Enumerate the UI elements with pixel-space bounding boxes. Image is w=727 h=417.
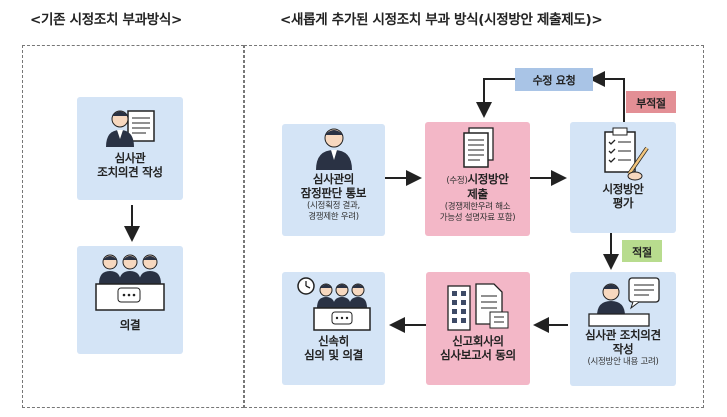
inadequate-tag: 부적절 xyxy=(626,91,676,113)
examiner-opinion-with-remedy-sub: (시정방안 내용 고려) xyxy=(587,357,659,367)
remedy-evaluation-label: 시정방안 평가 xyxy=(602,182,644,210)
provisional-notice-box: 심사관의 잠정판단 통보 (시정획정 결과, 경쟁제한 우려) xyxy=(282,124,385,236)
remedy-submission-sub: (경쟁제한우려 해소 가능성 설명자료 포함) xyxy=(439,202,516,223)
clock-committee-icon xyxy=(296,277,371,331)
decision-label: 의결 xyxy=(119,318,141,332)
examiner-opinion-with-remedy-label: 심사관 조치의견 작성 xyxy=(585,328,661,356)
remedy-evaluation-box: 시정방안 평가 xyxy=(570,122,676,233)
examiner-speech-icon xyxy=(588,277,660,327)
fast-decision-label: 신속히 심의 및 의결 xyxy=(304,334,363,362)
right-title: <새롭게 추가된 시정조치 부과 방식(시정방안 제출제도)> xyxy=(280,12,603,28)
right-panel xyxy=(244,45,704,408)
remedy-submission-title: 시정방안 xyxy=(467,172,509,186)
examiner-opinion-with-remedy-box: 심사관 조치의견 작성 (시정방안 내용 고려) xyxy=(570,272,676,386)
left-panel xyxy=(22,45,244,408)
remedy-submission-box: (수정)시정방안 제출 (경쟁제한우려 해소 가능성 설명자료 포함) xyxy=(425,122,530,236)
remedy-submission-prefix: (수정) xyxy=(446,176,468,186)
fast-decision-box: 신속히 심의 및 의결 xyxy=(282,272,385,385)
examiner-opinion-label: 심사관 조치의견 작성 xyxy=(97,151,163,179)
checklist-pen-icon xyxy=(604,127,649,181)
left-title: <기존 시정조치 부과방식> xyxy=(30,12,183,28)
adequate-tag: 적절 xyxy=(622,240,662,262)
remedy-submission-title-2: 제출 xyxy=(467,187,488,201)
company-document-icon xyxy=(447,283,509,331)
examiner-document-icon xyxy=(106,110,155,147)
examiner-person-icon xyxy=(315,128,352,170)
report-consent-box: 신고회사의 심사보고서 동의 xyxy=(426,272,530,385)
provisional-notice-sub: (시정획정 결과, 경쟁제한 우려) xyxy=(307,201,360,222)
committee-icon xyxy=(95,254,165,311)
document-icon xyxy=(462,127,494,168)
provisional-notice-label: 심사관의 잠정판단 통보 xyxy=(300,172,367,200)
examiner-opinion-box: 심사관 조치의견 작성 xyxy=(77,97,183,200)
decision-box: 의결 xyxy=(77,246,183,354)
arrow-evaluate-to-revision xyxy=(589,71,625,122)
arrow-revision-to-submit xyxy=(476,78,515,118)
revision-request-tag: 수정 요청 xyxy=(515,68,593,91)
report-consent-label: 신고회사의 심사보고서 동의 xyxy=(440,334,516,362)
